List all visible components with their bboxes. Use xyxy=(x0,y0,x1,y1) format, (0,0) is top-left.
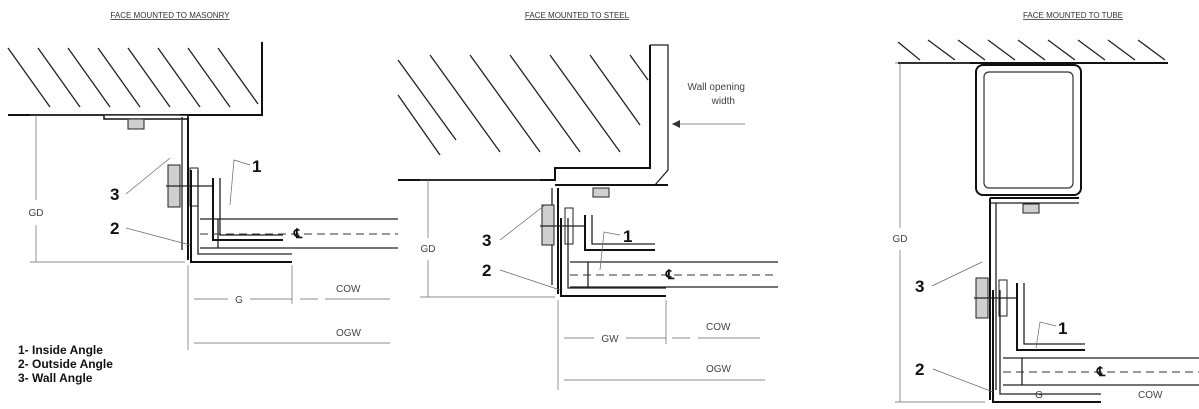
callout-1: 1 xyxy=(623,227,632,246)
ogw-label: OGW xyxy=(336,328,362,339)
g-label: GW xyxy=(601,334,619,345)
callout-3: 3 xyxy=(110,185,119,204)
bolt-icon xyxy=(128,119,144,129)
gd-label: GD xyxy=(421,244,436,255)
cow-label: COW xyxy=(336,284,361,295)
inside-angle xyxy=(585,215,655,250)
g-label: G xyxy=(235,295,243,306)
legend-item-wall-angle: 3- Wall Angle xyxy=(18,371,93,385)
panel-edge: ℄ xyxy=(1003,358,1199,385)
ogw-label: OGW xyxy=(706,364,732,375)
bolt-icon xyxy=(1023,204,1039,213)
g-label: G xyxy=(1035,390,1043,401)
clip-bolt xyxy=(540,205,585,245)
callout-2: 2 xyxy=(110,219,119,238)
callout-1: 1 xyxy=(1058,319,1067,338)
bolt-icon xyxy=(593,188,609,197)
callout-2: 2 xyxy=(915,360,924,379)
panel-edge: ℄ xyxy=(570,262,778,287)
inside-angle xyxy=(1017,283,1085,350)
callouts: 3 1 2 xyxy=(110,157,261,245)
callout-3: 3 xyxy=(482,231,491,250)
gd-label: GD xyxy=(893,234,908,245)
centerline-symbol: ℄ xyxy=(293,226,303,241)
nut-icon xyxy=(542,205,554,245)
wall-opening-note: Wall opening width xyxy=(672,82,745,128)
view-title: FACE MOUNTED TO TUBE xyxy=(1023,11,1123,20)
callout-2: 2 xyxy=(482,261,491,280)
view-title: FACE MOUNTED TO MASONRY xyxy=(110,11,230,20)
cow-label: COW xyxy=(1138,390,1163,401)
wall-opening-line1: Wall opening xyxy=(688,82,745,93)
callout-1: 1 xyxy=(252,157,261,176)
outside-angle xyxy=(561,218,666,296)
dimensions: GD GW COW OGW xyxy=(420,180,765,390)
masonry-wall xyxy=(8,42,262,115)
view-steel: FACE MOUNTED TO STEEL Wall opening width xyxy=(398,11,778,390)
callout-3: 3 xyxy=(915,277,924,296)
dimensions: GD xyxy=(893,63,986,402)
view-masonry: FACE MOUNTED TO MASONRY xyxy=(8,11,398,350)
legend-item-inside-angle: 1- Inside Angle xyxy=(18,343,103,357)
inside-angle xyxy=(213,178,283,240)
steel-wall xyxy=(398,45,668,185)
centerline-symbol: ℄ xyxy=(1096,364,1106,379)
gd-label: GD xyxy=(29,208,44,219)
tube-section xyxy=(976,65,1081,195)
view-tube: FACE MOUNTED TO TUBE xyxy=(893,11,1199,402)
view-title: FACE MOUNTED TO STEEL xyxy=(525,11,630,20)
wall-opening-line2: width xyxy=(711,96,735,107)
panel-edge: ℄ xyxy=(200,219,398,248)
dimensions: GD G COW OGW xyxy=(29,115,391,350)
cow-label: COW xyxy=(706,322,731,333)
legend-item-outside-angle: 2- Outside Angle xyxy=(18,357,113,371)
centerline-symbol: ℄ xyxy=(665,267,675,282)
legend: 1- Inside Angle 2- Outside Angle 3- Wall… xyxy=(18,343,113,385)
